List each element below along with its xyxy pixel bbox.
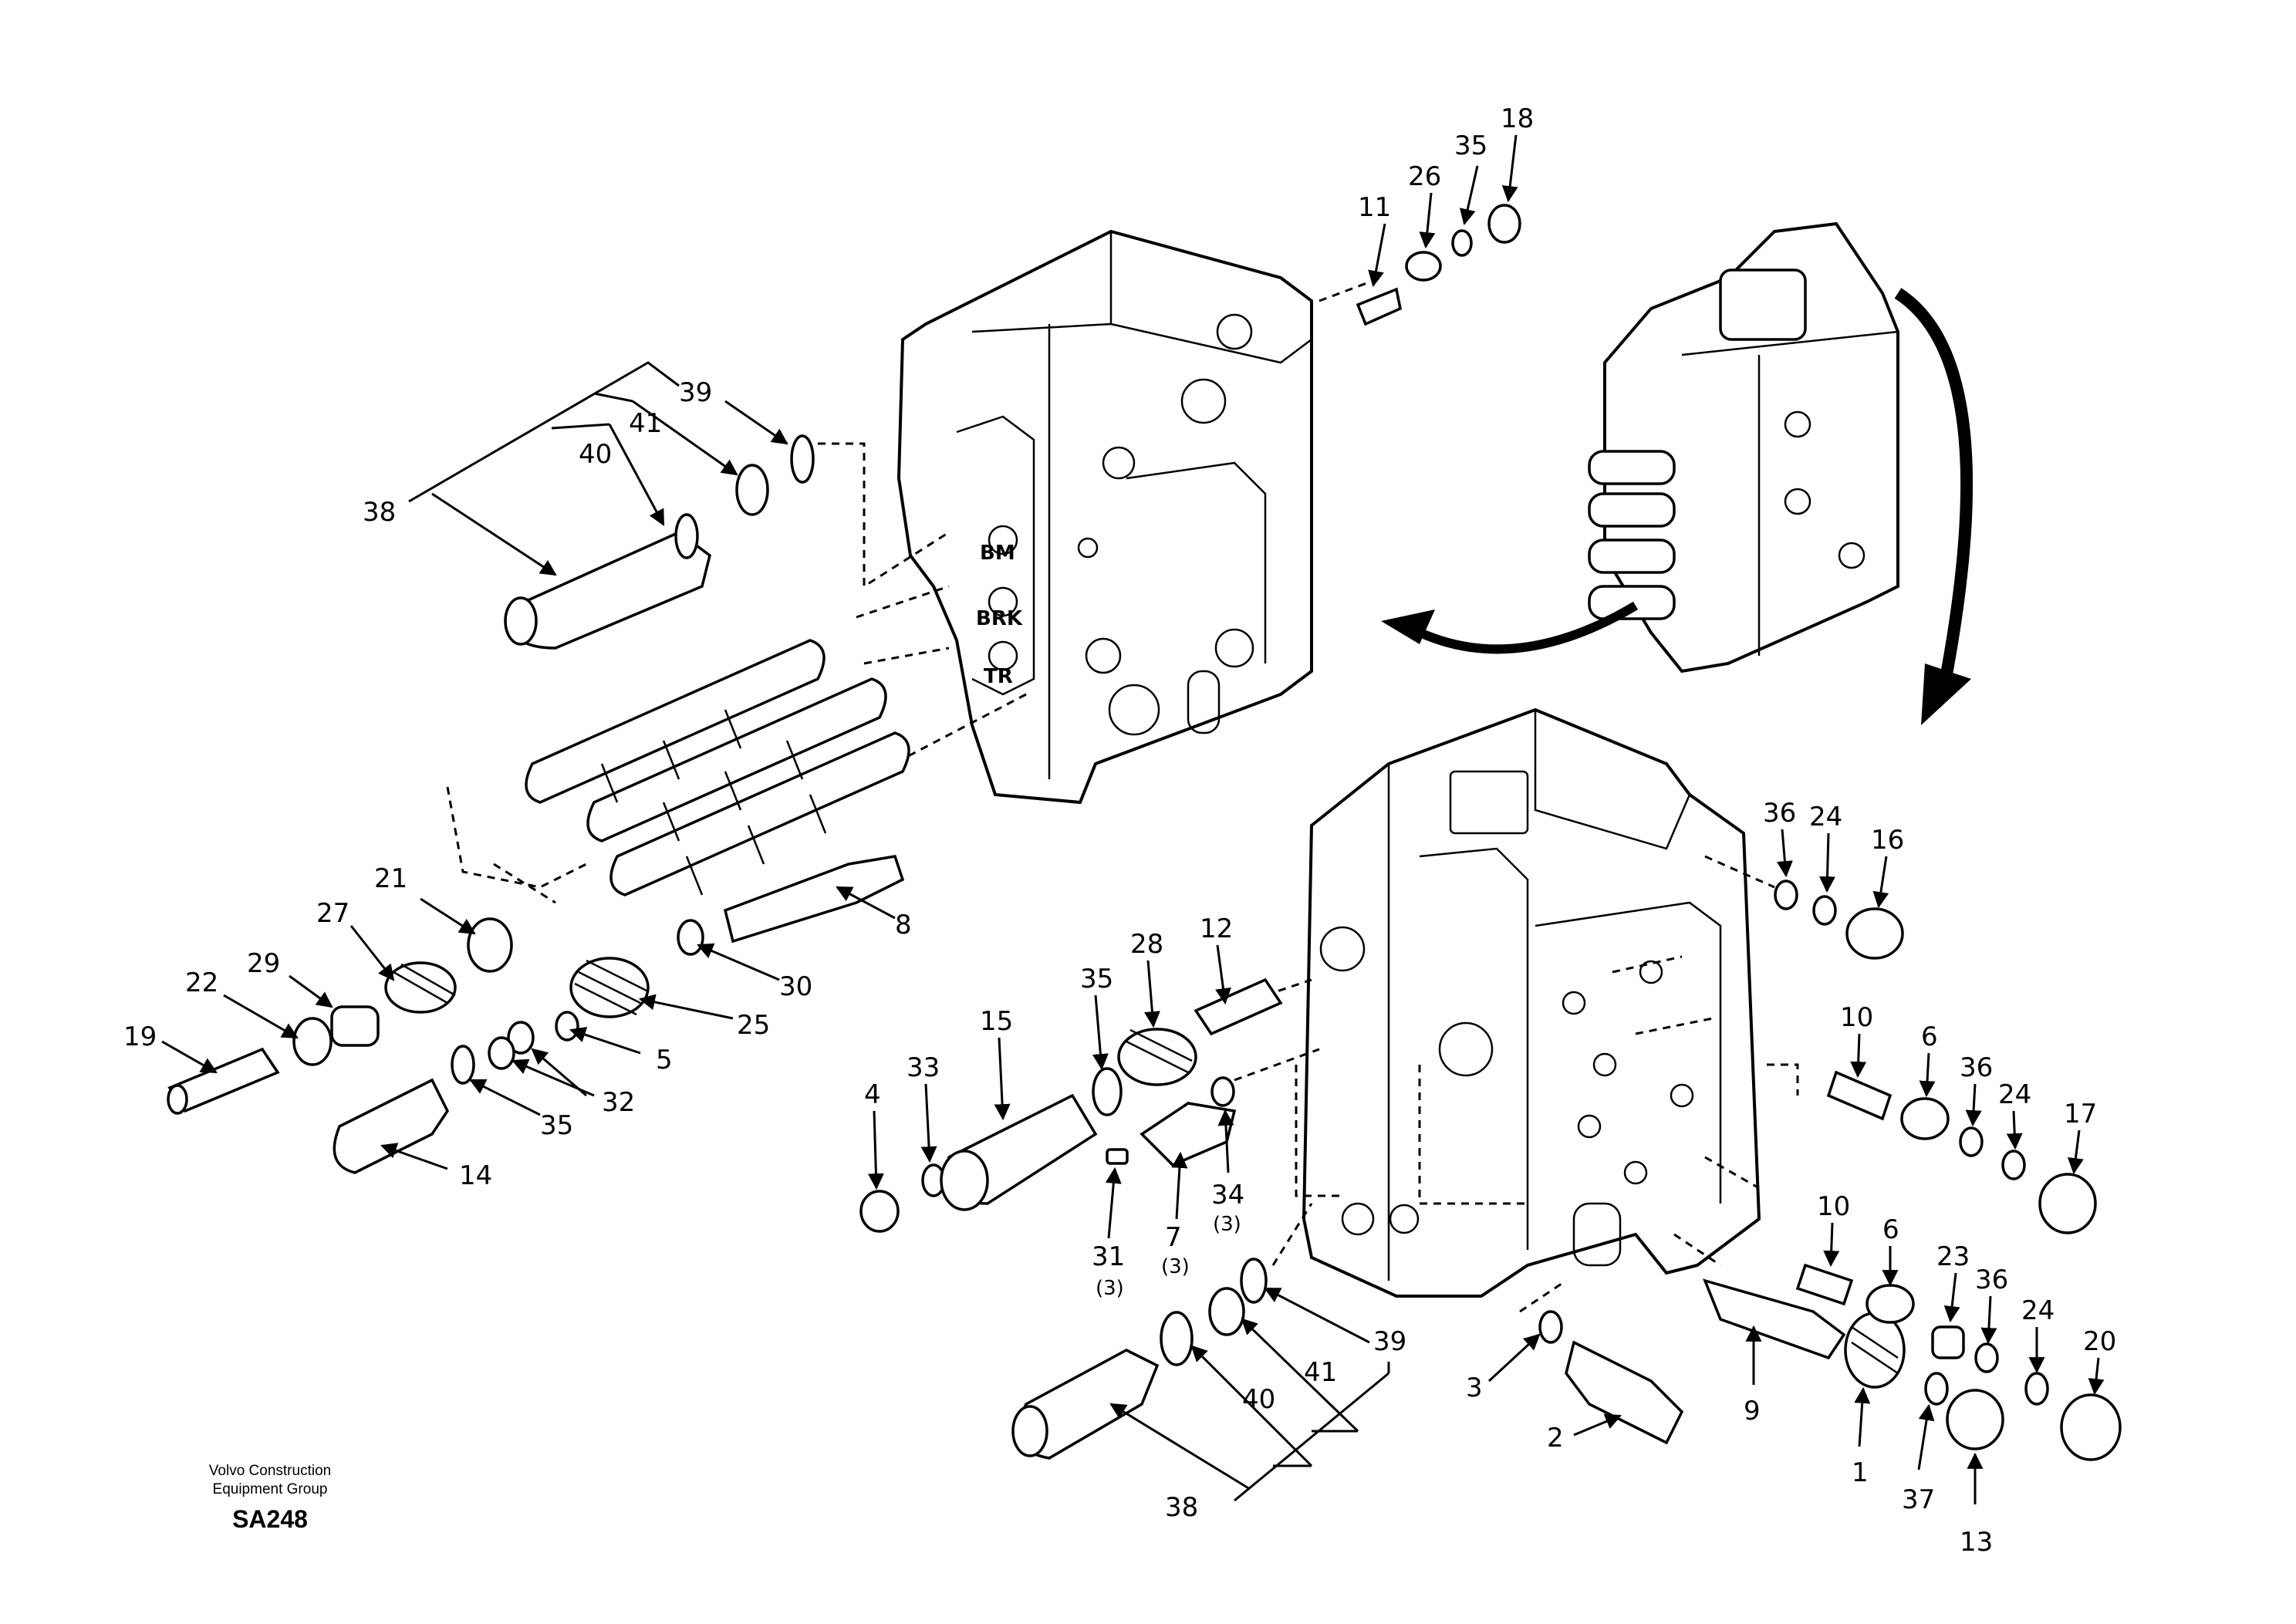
port-label-tr: TR: [984, 665, 1013, 688]
callout-32: 32: [602, 1087, 635, 1118]
callout-5: 5: [656, 1045, 673, 1075]
callout-17: 17: [2064, 1099, 2097, 1129]
lower-valve-body: [1302, 707, 1761, 1298]
middle-parts: [859, 977, 1283, 1233]
callout-11: 11: [1358, 192, 1391, 223]
upper-right-small-parts: [1356, 204, 1521, 326]
port-label-brk: BRK: [976, 607, 1023, 630]
callout-36: 36: [1763, 798, 1796, 829]
callout-10: 10: [1817, 1191, 1850, 1222]
callout-15: 15: [980, 1006, 1013, 1037]
callout-39: 39: [679, 377, 712, 408]
upper-left-parts: [167, 434, 910, 1174]
callout-1: 1: [1852, 1457, 1869, 1488]
callout-35: 35: [540, 1110, 573, 1141]
org-name-line1: Volvo Construction: [208, 1463, 332, 1479]
callout-7: 7: [1165, 1222, 1182, 1253]
lower-parts: [1011, 880, 2122, 1461]
callout-14: 14: [459, 1160, 492, 1191]
callout-36: 36: [1960, 1052, 1993, 1083]
callout-16: 16: [1871, 825, 1904, 856]
callout-31: 31: [1092, 1241, 1125, 1272]
callout-20: 20: [2083, 1326, 2116, 1357]
callout-23: 23: [1936, 1241, 1970, 1272]
callout-40: 40: [579, 439, 612, 470]
callout-24: 24: [1809, 802, 1842, 832]
callout-33: 33: [907, 1052, 940, 1083]
leader-lines: [161, 134, 2105, 1504]
reference-valve-view: [1588, 221, 1899, 674]
callout-labels: 38 39 40 41 11 26 35 18 21 27 29 22 19 8…: [123, 103, 2116, 1558]
callout-26: 26: [1408, 161, 1441, 192]
callout-12: 12: [1200, 913, 1233, 944]
callout-37: 37: [1902, 1484, 1935, 1515]
quantity-31: (3): [1096, 1277, 1124, 1300]
callout-27: 27: [316, 898, 349, 929]
callout-24: 24: [1998, 1079, 2031, 1110]
callout-22: 22: [185, 967, 218, 998]
document-footer: Volvo Construction Equipment Group SA248: [154, 1462, 386, 1534]
callout-39: 39: [1373, 1326, 1406, 1357]
orientation-arrows: [1381, 288, 1974, 725]
quantity-34: (3): [1213, 1213, 1241, 1236]
callout-25: 25: [737, 1010, 770, 1041]
callout-10: 10: [1840, 1002, 1873, 1033]
port-label-bm: BM: [980, 542, 1015, 565]
callout-6: 6: [1921, 1021, 1938, 1052]
callout-3: 3: [1466, 1372, 1483, 1403]
callout-4: 4: [864, 1079, 881, 1110]
callout-41: 41: [629, 408, 662, 439]
callout-24: 24: [2021, 1295, 2055, 1326]
callout-6: 6: [1882, 1214, 1899, 1245]
callout-19: 19: [123, 1021, 157, 1052]
callout-40: 40: [1242, 1384, 1275, 1415]
callout-41: 41: [1304, 1357, 1337, 1388]
callout-21: 21: [374, 863, 407, 894]
callout-38: 38: [363, 497, 396, 528]
callout-35: 35: [1454, 130, 1487, 161]
drawing-code: SA248: [232, 1505, 308, 1533]
upper-valve-body: BM BRK TR: [896, 229, 1313, 805]
callout-13: 13: [1960, 1527, 1993, 1558]
callout-2: 2: [1547, 1423, 1564, 1453]
callout-8: 8: [895, 910, 912, 940]
callout-29: 29: [247, 948, 280, 979]
callout-36: 36: [1975, 1264, 2008, 1295]
callout-18: 18: [1501, 103, 1534, 134]
callout-34: 34: [1211, 1180, 1244, 1210]
callout-35: 35: [1080, 964, 1113, 994]
callout-28: 28: [1130, 929, 1163, 960]
callout-30: 30: [779, 971, 812, 1002]
callout-9: 9: [1744, 1396, 1761, 1426]
quantity-7: (3): [1161, 1255, 1190, 1278]
org-name-line2: Equipment Group: [212, 1481, 328, 1497]
callout-38: 38: [1165, 1492, 1198, 1523]
